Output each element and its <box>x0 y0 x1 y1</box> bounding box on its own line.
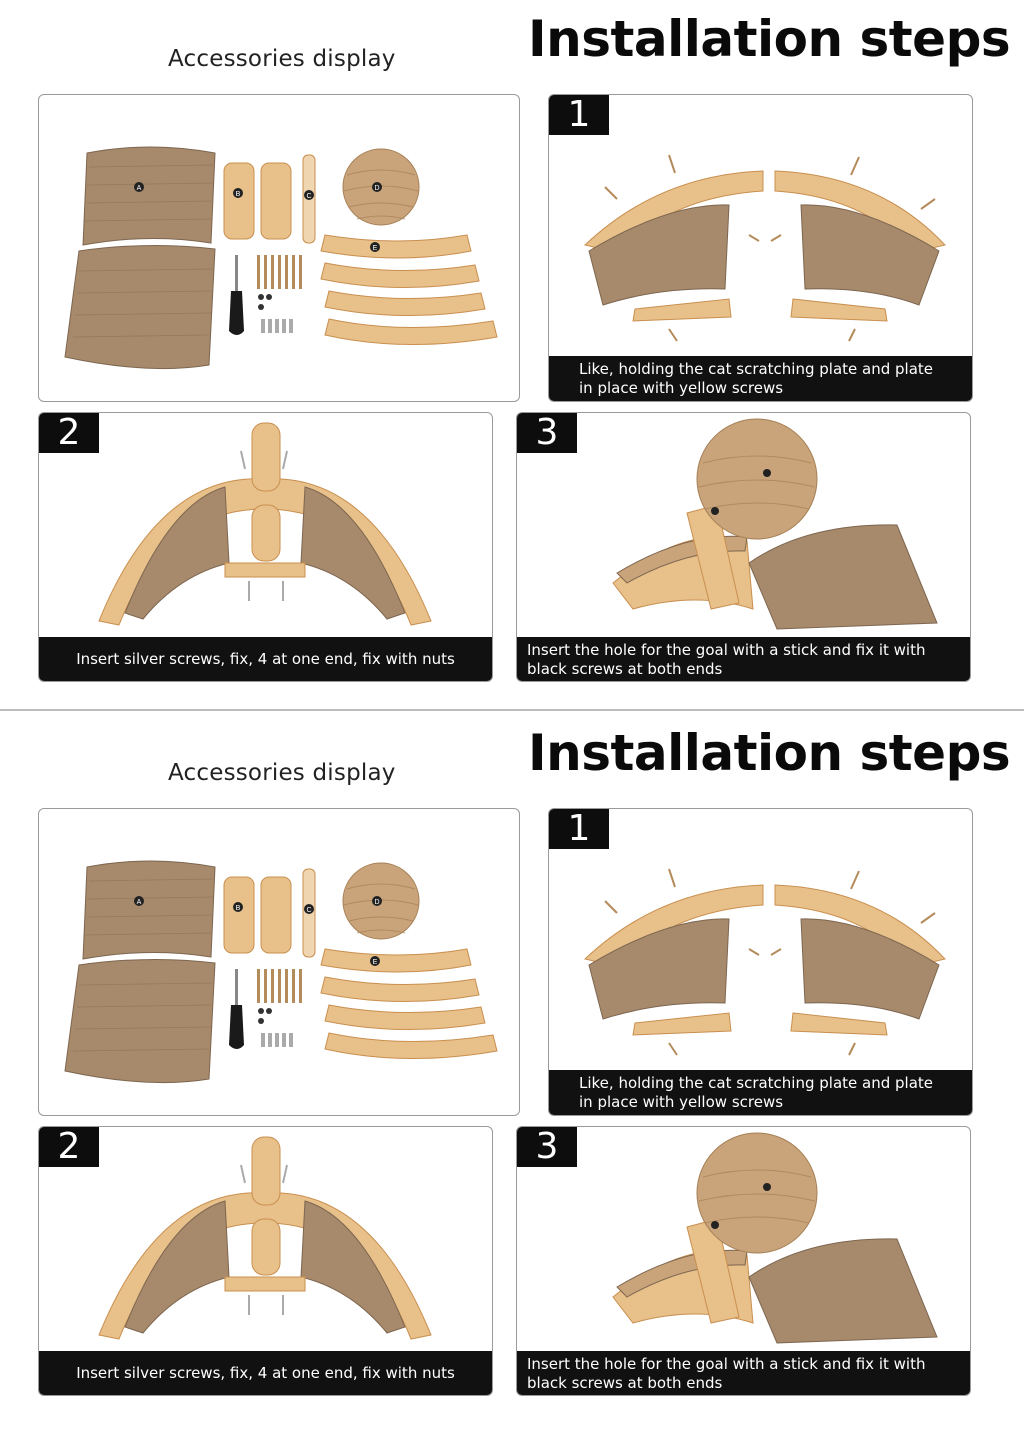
accessories-title: Accessories display <box>168 46 396 72</box>
label-e: E <box>373 245 378 252</box>
step-1-illustration <box>583 154 946 342</box>
step-3-panel: 3 Insert the hole for the goal with a st… <box>516 412 971 682</box>
label-c: C <box>306 907 311 914</box>
installation-section-1: Accessories display Installation steps A… <box>0 0 1024 700</box>
step-2-panel: 2 Insert silver screws, fix, 4 at one en… <box>38 412 493 682</box>
step-3-number: 3 <box>517 413 577 453</box>
step-2-number: 2 <box>39 413 99 453</box>
accessories-illustration: A B C D E <box>64 860 498 1084</box>
label-a: A <box>137 899 142 906</box>
label-c: C <box>306 193 311 200</box>
label-e: E <box>373 959 378 966</box>
accessories-panel: A B C D E <box>38 94 520 402</box>
step-2-number: 2 <box>39 1127 99 1167</box>
step-1-number: 1 <box>549 95 609 135</box>
accessories-panel: A B C D E <box>38 808 520 1116</box>
section-divider <box>0 709 1024 711</box>
label-d: D <box>374 185 379 192</box>
step-3-illustration <box>612 418 938 630</box>
step-1-number: 1 <box>549 809 609 849</box>
step-1-illustration <box>583 868 946 1056</box>
step-3-caption: Insert the hole for the goal with a stic… <box>517 637 970 681</box>
step-1-panel: 1 Like, holding the cat scratching plate… <box>548 808 973 1116</box>
step-1-panel: 1 Like, holding the cat scratching plate… <box>548 94 973 402</box>
step-2-illustration <box>98 422 432 626</box>
step-1-caption: Like, holding the cat scratching plate a… <box>549 1070 972 1115</box>
step-3-illustration <box>612 1132 938 1344</box>
step-2-panel: 2 Insert silver screws, fix, 4 at one en… <box>38 1126 493 1396</box>
label-d: D <box>374 899 379 906</box>
step-3-number: 3 <box>517 1127 577 1167</box>
step-2-caption: Insert silver screws, fix, 4 at one end,… <box>39 1351 492 1395</box>
installation-title: Installation steps <box>528 10 1011 68</box>
step-2-illustration <box>98 1136 432 1340</box>
step-3-panel: 3 Insert the hole for the goal with a st… <box>516 1126 971 1396</box>
accessories-illustration: A B C D E <box>64 146 498 370</box>
installation-title: Installation steps <box>528 724 1011 782</box>
step-2-caption: Insert silver screws, fix, 4 at one end,… <box>39 637 492 681</box>
label-a: A <box>137 185 142 192</box>
installation-section-2: Accessories display Installation steps A… <box>0 714 1024 1414</box>
label-b: B <box>236 191 241 198</box>
step-3-caption: Insert the hole for the goal with a stic… <box>517 1351 970 1395</box>
step-1-caption: Like, holding the cat scratching plate a… <box>549 356 972 401</box>
accessories-title: Accessories display <box>168 760 396 786</box>
label-b: B <box>236 905 241 912</box>
